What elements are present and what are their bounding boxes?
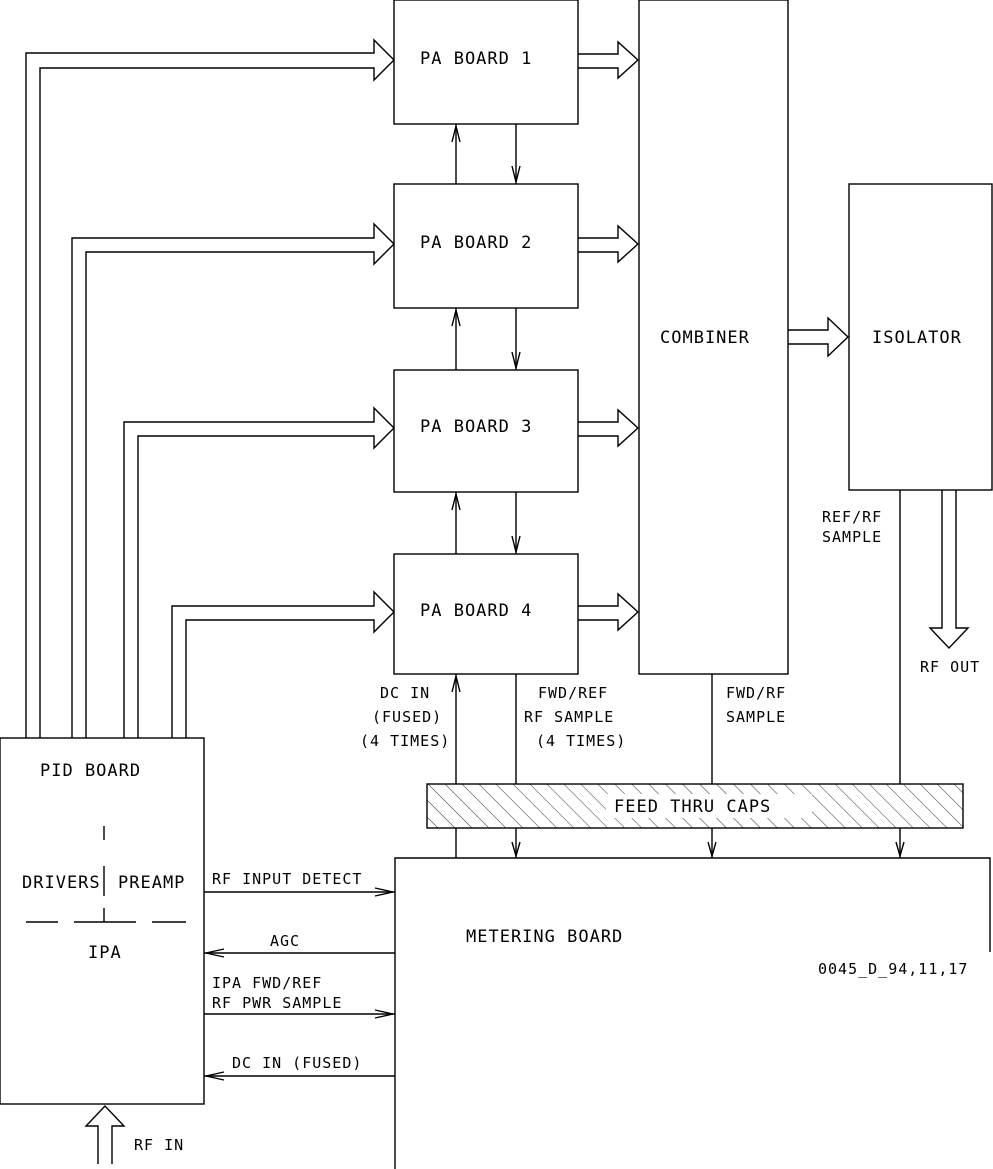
dc-in-label-1: DC IN (380, 684, 430, 702)
pa-board-2-label: PA BOARD 2 (420, 233, 532, 253)
iso-sample-label-2: SAMPLE (822, 528, 882, 546)
rf-in-arrow (86, 1106, 124, 1164)
dc-in-fused-label: DC IN (FUSED) (232, 1054, 362, 1072)
pid-board (0, 738, 204, 1104)
fwd-ref-label-2: RF SAMPLE (524, 708, 614, 726)
fwd-ref-label-1: FWD/REF (538, 684, 608, 702)
rf-in-label: RF IN (134, 1136, 184, 1154)
dc-in-label-3: (4 TIMES) (360, 732, 450, 750)
preamp-label: PREAMP (118, 873, 185, 893)
ipa-sample-label-1: IPA FWD/REF (212, 974, 322, 992)
pa-board-4-label: PA BOARD 4 (420, 601, 532, 621)
pid-board-label: PID BOARD (40, 761, 141, 781)
drive-arrow-pa1 (26, 40, 394, 738)
combiner-to-isolator-arrow (788, 318, 848, 356)
feed-thru-label: FEED THRU CAPS (614, 797, 771, 817)
ipa-sample-label-2: RF PWR SAMPLE (212, 994, 342, 1012)
pa-to-combiner-arrows (578, 42, 638, 630)
isolator-label: ISOLATOR (872, 328, 962, 348)
rf-out-label: RF OUT (920, 658, 980, 676)
pa-board-3-label: PA BOARD 3 (420, 417, 532, 437)
metering-board (395, 858, 990, 1169)
rf-out-arrow (930, 490, 968, 648)
comb-sample-label-2: SAMPLE (726, 708, 786, 726)
drawing-id: 0045_D_94,11,17 (818, 960, 968, 978)
rf-input-detect-label: RF INPUT DETECT (212, 870, 362, 888)
drivers-label: DRIVERS (22, 873, 101, 893)
iso-sample-label-1: REF/RF (822, 508, 882, 526)
agc-label: AGC (270, 932, 300, 950)
ipa-label: IPA (88, 943, 122, 963)
dc-in-label-2: (FUSED) (372, 708, 442, 726)
metering-label: METERING BOARD (466, 927, 623, 947)
fwd-ref-label-3: (4 TIMES) (536, 732, 626, 750)
drive-arrow-pa2 (72, 224, 394, 738)
feed-thru-lines (456, 828, 904, 858)
pa-board-1-label: PA BOARD 1 (420, 49, 532, 69)
drive-arrow-pa4 (172, 592, 394, 738)
drive-arrow-pa3 (124, 408, 394, 738)
combiner-label: COMBINER (660, 328, 750, 348)
comb-sample-label-1: FWD/RF (726, 684, 786, 702)
